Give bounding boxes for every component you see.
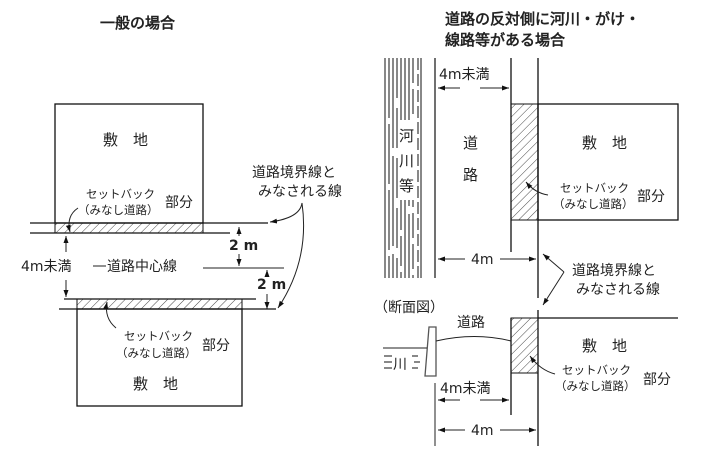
setback-bottom-line2: （みなし道路） — [116, 346, 197, 360]
section-4m-label: 4m — [471, 423, 494, 439]
left-diagram: 一般の場合 敷 地 セットバック （みなし道路） 部分 4m未満 道路中心線 2… — [21, 14, 342, 407]
right-boundary-label-line1: 道路境界線と — [572, 263, 656, 279]
setback-top-pointer — [65, 207, 79, 233]
section-title: （断面図） — [374, 300, 444, 316]
road-width-label: 4m未満 — [21, 259, 72, 275]
site-bottom-box — [76, 308, 243, 407]
boundary-label-line2: みなされる線 — [258, 184, 342, 200]
retaining-wall — [424, 326, 437, 377]
section-setback-hatch — [510, 317, 539, 374]
boundary-pointer-bottom — [277, 202, 305, 309]
setback-right-part: 部分 — [637, 189, 665, 205]
section-setback-line1: セットバック — [562, 363, 631, 377]
setback-bottom-hatch — [76, 298, 243, 310]
setback-right-hatch — [510, 103, 539, 221]
road-width-top-label: 4m未満 — [439, 67, 490, 83]
setback-top-part: 部分 — [165, 195, 193, 211]
river-label-1: 河 — [399, 127, 414, 145]
section-setback-part: 部分 — [643, 372, 671, 388]
water-marks — [384, 355, 420, 369]
setback-right-line2: （みなし道路） — [553, 197, 634, 211]
setback-top-line2: （みなし道路） — [78, 203, 159, 217]
setback-bottom-part: 部分 — [202, 338, 230, 354]
setback-bottom-pointer — [103, 301, 117, 329]
boundary-pointer-top — [269, 202, 303, 224]
river-label-2: 川 — [399, 152, 414, 170]
setback-bottom-line1: セットバック — [124, 329, 193, 343]
center-line-label: 道路中心線 — [107, 259, 177, 275]
boundary-pointer-upper — [542, 253, 565, 273]
section-site-label: 敷 地 — [582, 337, 627, 355]
road-label-1: 道 — [463, 134, 478, 152]
right-title-line2: 線路等がある場合 — [445, 31, 566, 49]
dim-lower-label: 2 m — [257, 277, 286, 293]
setback-top-line1: セットバック — [86, 187, 155, 201]
river-label-bg — [398, 120, 414, 200]
section-road-label: 道路 — [457, 315, 485, 331]
section-setback-pointer — [529, 355, 556, 375]
river-hatching — [384, 58, 436, 278]
site-right-box — [537, 103, 679, 221]
river-label-3: 等 — [399, 177, 414, 195]
section-setback-line2: （みなし道路） — [555, 379, 636, 393]
right-diagram: 道路の反対側に河川・がけ・ 線路等がある場合 河 川 等 道 路 4m未満 — [374, 10, 679, 446]
road-label-2: 路 — [463, 166, 478, 184]
site-top-label: 敷 地 — [103, 131, 148, 149]
site-right-label: 敷 地 — [582, 134, 627, 152]
setback-right-pointer — [525, 181, 549, 196]
section-width-label: 4m未満 — [440, 381, 491, 397]
setback-right-line1: セットバック — [560, 181, 629, 195]
section-road-surface — [435, 336, 512, 342]
setback-top-hatch — [54, 222, 204, 234]
site-bottom-label: 敷 地 — [133, 375, 178, 393]
boundary-pointer-lower — [542, 271, 565, 306]
section-river-label: 川 — [393, 357, 407, 373]
dim-upper-label: 2 m — [229, 238, 258, 254]
dim-4m-top-label: 4m — [471, 252, 494, 268]
right-boundary-label-line2: みなされる線 — [576, 282, 660, 298]
left-title: 一般の場合 — [100, 14, 176, 32]
right-title-line1: 道路の反対側に河川・がけ・ — [445, 10, 640, 28]
boundary-label-line1: 道路境界線と — [252, 165, 336, 181]
